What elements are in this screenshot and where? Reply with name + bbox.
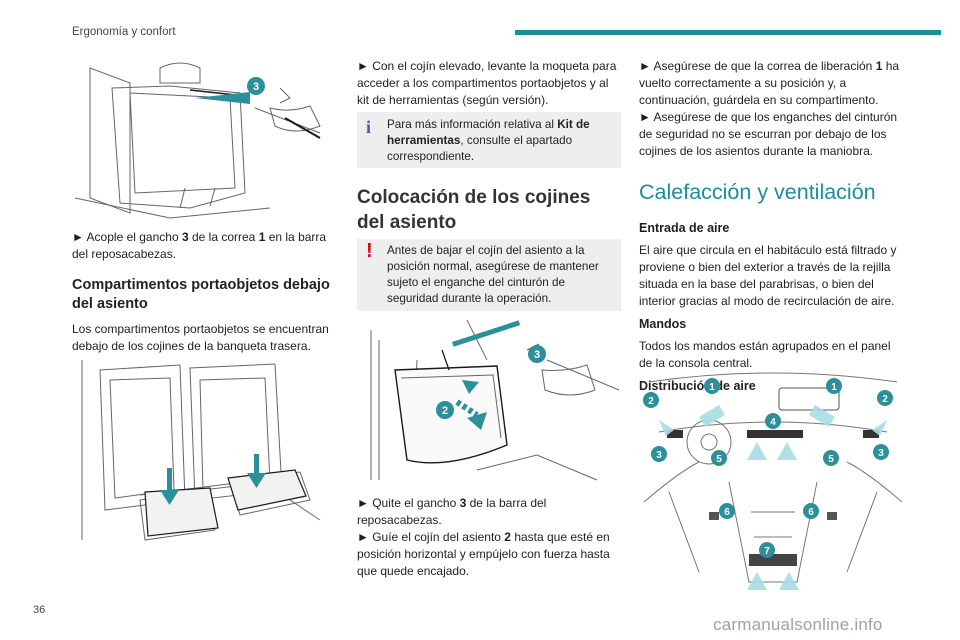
callout-label: 3 <box>878 448 884 459</box>
column-2-steps: ► Quite el gancho 3 de la barra del repo… <box>357 495 621 580</box>
callout-label: 2 <box>648 396 654 407</box>
callout-label: 1 <box>831 382 837 393</box>
callout-badge <box>643 392 659 408</box>
watermark: carmanualsonline.info <box>713 615 883 634</box>
callout-label: 4 <box>770 417 776 428</box>
column-1: ► Acople el gancho 3 de la correa 1 en l… <box>72 229 336 355</box>
column-2: ► Con el cojín elevado, levante la moque… <box>357 58 621 109</box>
info-note: i Para más información relativa al Kit d… <box>357 112 621 168</box>
step-text: ► Guíe el cojín del asiento 2 hasta que … <box>357 530 610 578</box>
callout-label: 2 <box>442 405 448 417</box>
step-text: ► Asegúrese de que la correa de liberaci… <box>639 59 900 107</box>
callout-label: 3 <box>656 450 662 461</box>
step-text: ► Quite el gancho 3 de la barra del repo… <box>357 496 547 527</box>
callout-badge <box>765 413 781 429</box>
callout-badge <box>719 503 735 519</box>
warning-note: ! Antes de bajar el cojín del asiento a … <box>357 239 621 311</box>
callout-label: 6 <box>808 507 814 518</box>
callout-badge <box>436 401 454 419</box>
callout-badge <box>826 378 842 394</box>
paragraph: Todos los mandos están agrupados en el p… <box>639 339 891 370</box>
column-3: ► Asegúrese de que la correa de liberaci… <box>639 58 907 395</box>
callout-label: 1 <box>709 382 715 393</box>
callout-label: 5 <box>828 454 834 465</box>
column-2-heading: Colocación de los cojines del asiento <box>357 185 621 235</box>
page-number: 36 <box>33 604 46 616</box>
callout-badge <box>651 446 667 462</box>
figure-under-seat-storage <box>70 350 332 550</box>
callout-badge <box>873 444 889 460</box>
step-text: ► Asegúrese de que los enganches del cin… <box>639 110 898 158</box>
section-heading: Compartimentos portaobjetos debajo del a… <box>72 277 330 312</box>
callout-badge <box>759 542 775 558</box>
callout-badge <box>528 345 546 363</box>
figure-air-distribution: 1 1 2 2 3 3 4 5 5 6 6 7 <box>639 372 907 600</box>
section-heading: Calefacción y ventilación <box>639 180 876 204</box>
callout-badge <box>247 77 265 95</box>
figure-seat-cushion-placement: 3 2 <box>357 320 621 486</box>
header-accent-bar <box>515 30 941 35</box>
callout-label: 5 <box>716 454 722 465</box>
callout-label: 2 <box>882 394 888 405</box>
warning-icon: ! <box>366 240 373 262</box>
callout-badge <box>711 450 727 466</box>
paragraph: El aire que circula en el habitáculo est… <box>639 243 897 308</box>
callout-label: 6 <box>724 507 730 518</box>
section-heading: Colocación de los cojines del asiento <box>357 187 591 233</box>
callout-label: 7 <box>764 546 770 557</box>
info-icon: i <box>366 117 372 137</box>
sub-heading: Distribución de aire <box>639 379 756 393</box>
header-section-title: Ergonomía y confort <box>72 26 176 38</box>
callout-label: 3 <box>534 349 540 361</box>
callout-badge <box>704 378 720 394</box>
callout-label: 3 <box>253 81 259 93</box>
step-text: ► Acople el gancho 3 de la correa 1 en l… <box>72 230 327 261</box>
callout-badge <box>823 450 839 466</box>
callout-badge <box>803 503 819 519</box>
step-text: ► Con el cojín elevado, levante la moque… <box>357 59 617 107</box>
sub-heading: Entrada de aire <box>639 221 730 235</box>
paragraph: Los compartimentos portaobjetos se encue… <box>72 322 329 353</box>
callout-badge <box>877 390 893 406</box>
figure-seat-strap-hook: 3 <box>70 48 332 220</box>
sub-heading: Mandos <box>639 317 687 331</box>
